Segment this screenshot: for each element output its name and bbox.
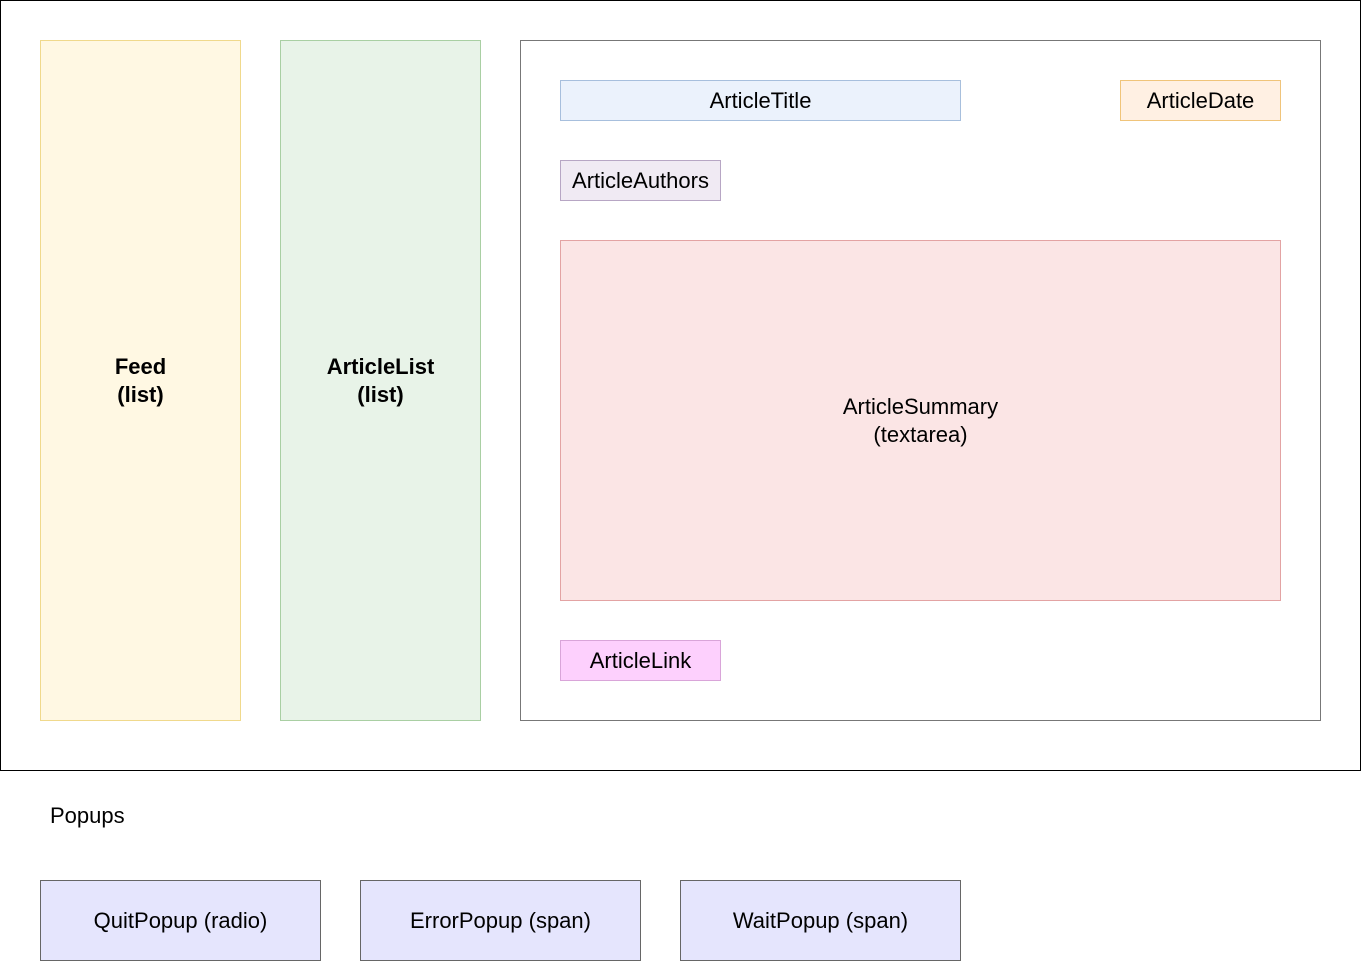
wait-popup-label: WaitPopup (span) bbox=[732, 907, 909, 933]
article-date-label: ArticleDate bbox=[1146, 87, 1255, 113]
article-summary-subtitle: (textarea) bbox=[873, 421, 968, 447]
feed-subtitle: (list) bbox=[117, 381, 164, 407]
article-link-label: ArticleLink bbox=[589, 647, 692, 673]
article-list[interactable]: ArticleList (list) bbox=[280, 40, 481, 721]
article-title-field: ArticleTitle bbox=[560, 80, 961, 121]
article-date-field: ArticleDate bbox=[1120, 80, 1281, 121]
article-list-title: ArticleList bbox=[326, 353, 435, 379]
quit-popup[interactable]: QuitPopup (radio) bbox=[40, 880, 321, 961]
feed-title: Feed bbox=[114, 353, 167, 379]
article-list-subtitle: (list) bbox=[357, 381, 404, 407]
article-authors-field: ArticleAuthors bbox=[560, 160, 721, 201]
error-popup: ErrorPopup (span) bbox=[360, 880, 641, 961]
popups-heading: Popups bbox=[50, 803, 125, 828]
article-summary-textarea[interactable]: ArticleSummary (textarea) bbox=[560, 240, 1281, 601]
article-summary-title: ArticleSummary bbox=[842, 393, 999, 419]
error-popup-label: ErrorPopup (span) bbox=[410, 907, 591, 933]
article-title-label: ArticleTitle bbox=[709, 87, 812, 113]
quit-popup-label: QuitPopup (radio) bbox=[93, 907, 268, 933]
article-authors-label: ArticleAuthors bbox=[572, 167, 709, 193]
article-link[interactable]: ArticleLink bbox=[560, 640, 721, 681]
wait-popup: WaitPopup (span) bbox=[680, 880, 961, 961]
feed-list[interactable]: Feed (list) bbox=[40, 40, 241, 721]
